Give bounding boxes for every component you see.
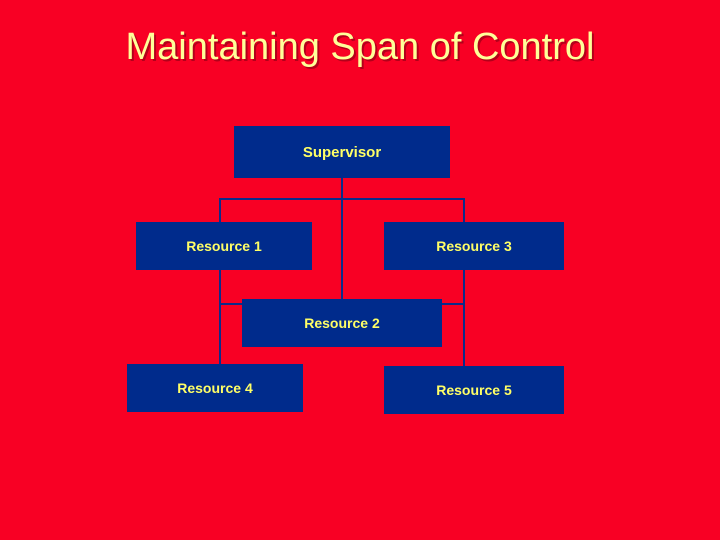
node-supervisor[interactable]: Supervisor — [234, 126, 450, 178]
node-label: Resource 4 — [177, 380, 253, 396]
connector-left-down-to-bottom — [219, 243, 221, 388]
connector-branch-left-1 — [219, 198, 221, 243]
node-resource-5[interactable]: Resource 5 — [384, 366, 564, 414]
node-label: Resource 3 — [436, 238, 512, 254]
node-label: Resource 5 — [436, 382, 512, 398]
connector-right-down-to-bottom — [463, 243, 465, 388]
node-label: Resource 2 — [304, 315, 380, 331]
page-title: Maintaining Span of Control — [125, 26, 595, 68]
node-resource-1[interactable]: Resource 1 — [136, 222, 312, 270]
node-resource-3[interactable]: Resource 3 — [384, 222, 564, 270]
node-resource-2[interactable]: Resource 2 — [242, 299, 442, 347]
node-label: Supervisor — [302, 143, 382, 161]
connector-supervisor-stem — [341, 178, 343, 200]
connector-branch-mid — [341, 198, 343, 303]
node-resource-4[interactable]: Resource 4 — [127, 364, 303, 412]
connector-branch-right — [463, 198, 465, 243]
node-label: Resource 1 — [186, 238, 262, 254]
